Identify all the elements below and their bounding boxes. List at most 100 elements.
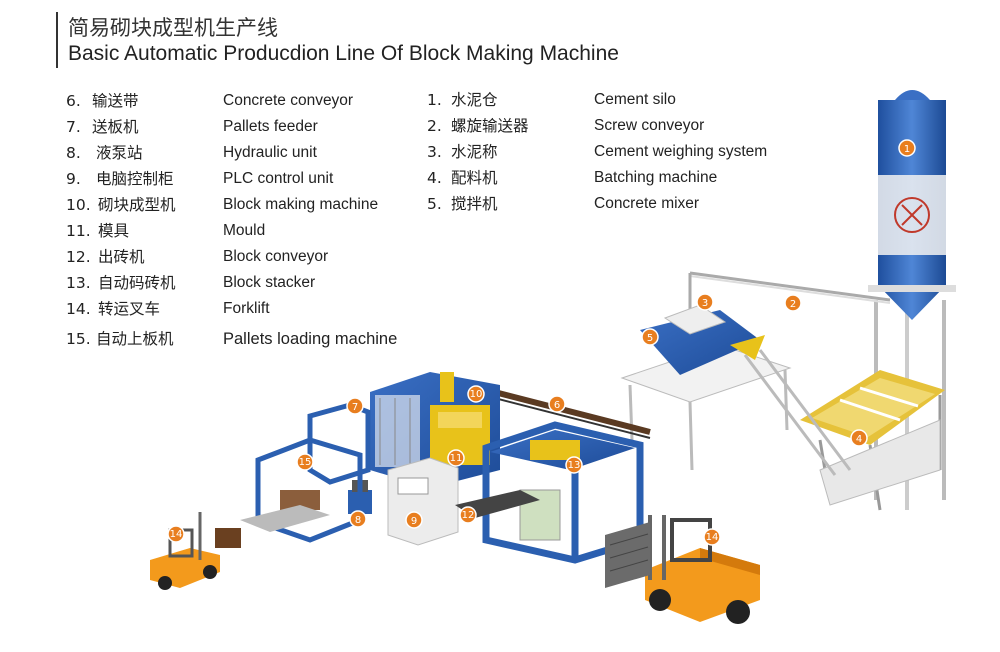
legend-row: 15. 自动上板机	[66, 326, 176, 352]
legend-cn-label: 液泵站	[96, 144, 143, 162]
legend-number: 8.	[66, 144, 81, 162]
legend-cn-label: 转运叉车	[98, 300, 161, 318]
title-english: Basic Automatic Producdion Line Of Block…	[68, 42, 619, 65]
legend-row: 6. 输送带	[66, 88, 176, 114]
pallets-loading-machine	[240, 402, 371, 543]
badge-5: 5	[641, 328, 659, 346]
legend-number: 1.	[427, 91, 442, 109]
legend-number: 5.	[427, 195, 442, 213]
legend-en-label: Cement silo	[594, 91, 676, 108]
badge-8: 8	[349, 510, 367, 528]
screw-conveyor	[689, 271, 891, 302]
legend-cn-label: 自动上板机	[96, 330, 174, 348]
right-legend-en: Cement silo Screw conveyor Cement weighi…	[594, 87, 767, 217]
right-legend-cn: 1. 水泥仓 2. 螺旋输送器 3.水泥称 4. 配料机 5. 搅拌机	[427, 87, 529, 217]
legend-cn-label: 电脑控制柜	[96, 170, 174, 188]
batching-machine	[800, 370, 945, 511]
badge-4: 4	[850, 429, 868, 447]
legend-en-label: Block making machine	[223, 196, 379, 213]
svg-text:4: 4	[856, 434, 862, 445]
svg-text:13: 13	[568, 460, 581, 471]
badge-13: 13	[565, 456, 583, 474]
svg-text:12: 12	[462, 510, 475, 521]
badge-14-left: 14	[167, 525, 185, 543]
legend-row: 3.水泥称	[427, 139, 529, 165]
svg-text:5: 5	[647, 333, 653, 344]
legend-en-label: Concrete conveyor	[223, 92, 354, 109]
legend-number: 2.	[427, 117, 442, 135]
svg-text:8: 8	[355, 515, 361, 526]
legend-cn-label: 出砖机	[98, 248, 145, 266]
badge-9: 9	[405, 511, 423, 529]
legend-number: 7.	[66, 118, 81, 136]
badge-2: 2	[784, 294, 802, 312]
legend-number: 6.	[66, 92, 81, 110]
mixer-platform	[620, 304, 852, 476]
legend-row: 9. 电脑控制柜	[66, 166, 176, 192]
legend-number: 15.	[66, 330, 91, 348]
legend-row: 11. 模具	[66, 218, 176, 244]
legend-cn-label: 水泥称	[451, 143, 498, 161]
svg-text:2: 2	[790, 299, 796, 310]
svg-text:14: 14	[706, 532, 719, 543]
block-making-machine	[370, 372, 500, 488]
left-legend-cn: 6. 输送带 7.送板机 8. 液泵站 9. 电脑控制柜 10. 砌块成型机 11. 模具…	[66, 88, 176, 352]
block-stacker	[482, 421, 644, 564]
legend-cn-label: 配料机	[451, 169, 498, 187]
title-chinese: 简易砌块成型机生产线	[68, 16, 278, 40]
legend-en-label: Mould	[223, 222, 266, 239]
legend-number: 9.	[66, 170, 81, 188]
legend-number: 11.	[66, 222, 91, 240]
badge-1: 1	[898, 139, 916, 157]
legend-en-label: Pallets feeder	[223, 118, 318, 135]
legend-en-label: Hydraulic unit	[223, 144, 317, 161]
legend-en-label: Block conveyor	[223, 248, 329, 265]
svg-text:3: 3	[702, 298, 708, 309]
forklift-left	[150, 512, 220, 590]
legend-en-label: PLC control unit	[223, 170, 334, 187]
legend-number: 4.	[427, 169, 442, 187]
badge-6: 6	[548, 395, 566, 413]
legend-row: 10. 砌块成型机	[66, 192, 176, 218]
badge-11: 11	[447, 449, 465, 467]
svg-text:15: 15	[299, 457, 312, 468]
svg-text:11: 11	[450, 453, 463, 464]
badge-15: 15	[296, 453, 314, 471]
legend-cn-label: 输送带	[92, 92, 139, 110]
legend-en-label: Forklift	[223, 300, 270, 317]
legend-en-label: Batching machine	[594, 169, 718, 186]
plc-cabinet	[387, 457, 459, 546]
legend-en-label: Pallets loading machine	[223, 330, 398, 348]
forklift-right	[605, 515, 760, 624]
legend-number: 10.	[66, 196, 91, 214]
legend-cn-label: 水泥仓	[451, 91, 498, 109]
svg-text:7: 7	[352, 402, 358, 413]
legend-cn-label: 搅拌机	[451, 195, 498, 213]
svg-text:6: 6	[554, 400, 560, 411]
legend-row: 2. 螺旋输送器	[427, 113, 529, 139]
legend-en-label: Block stacker	[223, 274, 316, 291]
legend-cn-label: 模具	[98, 222, 130, 240]
legend-row: 4. 配料机	[427, 165, 529, 191]
badge-7: 7	[346, 397, 364, 415]
legend-row: 1. 水泥仓	[427, 87, 529, 113]
legend-en-label: Screw conveyor	[594, 117, 705, 134]
legend-row: 7.送板机	[66, 114, 176, 140]
legend-row: 5. 搅拌机	[427, 191, 529, 217]
svg-text:1: 1	[904, 144, 910, 155]
badge-14-right: 14	[703, 528, 721, 546]
legend-cn-label: 砌块成型机	[98, 196, 176, 214]
legend-cn-label: 螺旋输送器	[451, 117, 529, 135]
badge-12: 12	[459, 506, 477, 524]
legend-number: 12.	[66, 248, 91, 266]
svg-text:9: 9	[411, 516, 417, 527]
legend-en-label: Cement weighing system	[594, 143, 768, 160]
legend-row: 14. 转运叉车	[66, 296, 176, 322]
legend-en-label: Concrete mixer	[594, 195, 700, 212]
badge-10: 10	[467, 385, 485, 403]
cement-silo	[868, 90, 956, 510]
svg-text:10: 10	[470, 389, 483, 400]
legend-number: 14.	[66, 300, 91, 318]
legend-row: 8. 液泵站	[66, 140, 176, 166]
